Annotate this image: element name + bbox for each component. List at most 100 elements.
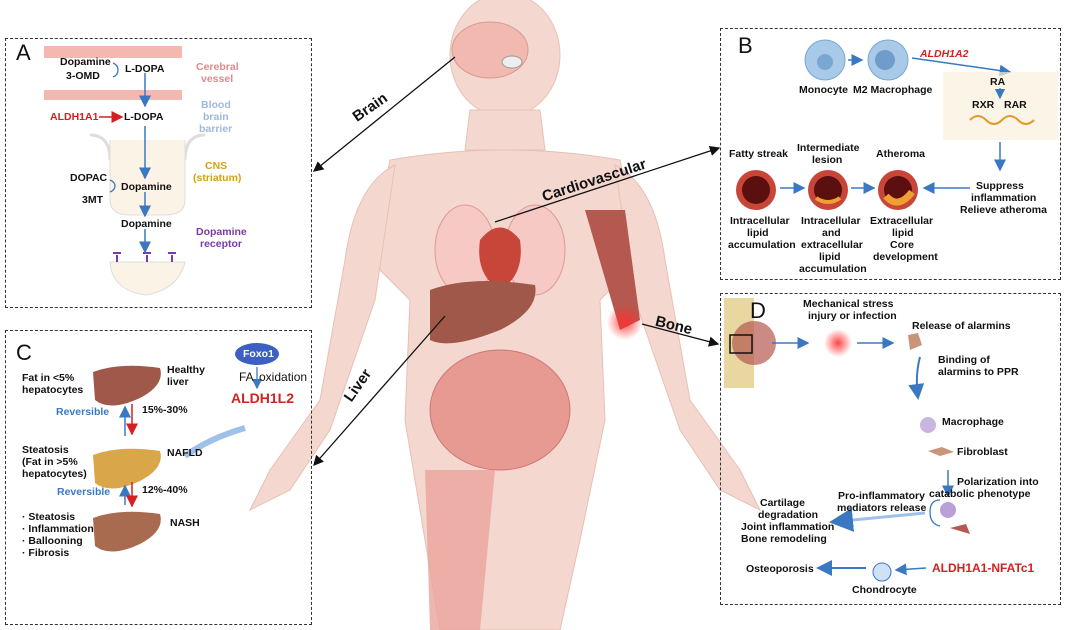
c-pct-1: 15%-30%	[142, 404, 188, 416]
c-fat-2: hepatocytes	[22, 384, 84, 396]
c-aldh1l2: ALDH1L2	[231, 390, 295, 406]
a-receptor-2: receptor	[200, 238, 243, 250]
nucleus-area	[943, 72, 1058, 140]
b-rxr: RXR	[972, 99, 995, 111]
c-bullet-1: · Steatosis	[22, 511, 76, 523]
alarmin-icon	[908, 333, 922, 350]
healthy-liver-icon	[93, 365, 161, 406]
brain-arrow	[312, 56, 456, 172]
d-macrophage: Macrophage	[942, 416, 1004, 428]
b-mix-4: lipid	[819, 251, 841, 263]
d-pro-1: Pro-inflammatory	[838, 490, 925, 502]
d-chondrocyte: Chondrocyte	[852, 584, 917, 596]
d-binding-2: alarmins to PPR	[938, 366, 1019, 378]
a-bbb-3: barrier	[199, 123, 233, 135]
d-polar-1: Polarization into	[957, 476, 1039, 488]
liver-arrow	[313, 315, 446, 466]
d-mech-1: Mechanical stress	[803, 298, 894, 310]
a-bbb-1: Blood	[201, 99, 231, 111]
a-cerebral-2: vessel	[201, 73, 234, 85]
aldh1l2-wide-arrow	[183, 425, 246, 459]
b-rar: RAR	[1004, 99, 1027, 111]
chondrocyte-icon	[872, 562, 892, 582]
b-mix-2: and	[822, 227, 841, 239]
c-nafld: NAFLD	[167, 447, 203, 459]
d-aldh-nfatc1: ALDH1A1-NFATc1	[932, 561, 1035, 575]
panel-d-box	[720, 293, 1061, 605]
polarized-macrophage-icon	[940, 502, 956, 518]
d-pro-2: mediators release	[837, 502, 927, 514]
b-atheroma: Atheroma	[876, 148, 926, 160]
b-suppress-2: inflammation	[971, 192, 1037, 204]
b-mix-5: accumulation	[799, 263, 867, 275]
a-dopamine-2: Dopamine	[121, 181, 172, 193]
b-extra-3: Core	[890, 239, 914, 251]
liver-organ	[430, 281, 536, 344]
bone-arrow	[641, 323, 720, 347]
b-intra-3: accumulation	[728, 239, 796, 251]
d-fibroblast: Fibroblast	[957, 446, 1008, 458]
a-ldopa-2: L-DOPA	[124, 111, 164, 123]
d-binding-1: Binding of	[938, 354, 990, 366]
b-macrophage: M2 Macrophage	[853, 84, 933, 96]
c-foxo1: Foxo1	[243, 348, 274, 360]
c-bullet-2: · Inflammation	[22, 523, 94, 535]
cardio-arrow	[494, 145, 721, 223]
arm-muscle	[585, 210, 640, 330]
d-cart-2: degradation	[758, 509, 819, 521]
heart-organ	[479, 227, 521, 290]
nafld-liver-icon	[93, 448, 161, 489]
a-cns-2: (striatum)	[193, 172, 242, 184]
c-reversible-2: Reversible	[57, 486, 111, 498]
b-monocyte: Monocyte	[799, 84, 849, 96]
injury-burst-icon	[824, 329, 852, 357]
d-cart-1: Cartilage	[760, 497, 805, 509]
leg-muscle	[425, 470, 495, 630]
c-healthy-1: Healthy	[167, 364, 205, 376]
a-aldh1a1: ALDH1A1	[50, 111, 99, 123]
joint-zoom-box	[729, 334, 753, 354]
c-steatosis-1: Steatosis	[22, 444, 69, 456]
b-suppress-1: Suppress	[976, 180, 1024, 192]
b-intra-2: lipid	[747, 227, 769, 239]
b-extra-2: lipid	[892, 227, 914, 239]
c-bullet-4: · Fibrosis	[22, 547, 70, 559]
c-nash: NASH	[170, 517, 200, 529]
c-steatosis-2: (Fat in >5%	[22, 456, 78, 468]
panel-c-letter: C	[16, 340, 32, 365]
d-mech-2: injury or infection	[808, 310, 897, 322]
a-cerebral-1: Cerebral	[196, 61, 239, 73]
panel-b-letter: B	[738, 33, 753, 58]
panel-a-letter: A	[16, 40, 31, 65]
postsynaptic-neuron	[109, 261, 186, 296]
elbow-inflammation	[607, 304, 643, 340]
b-inter-1: Intermediate	[797, 142, 860, 154]
intestines-organ	[429, 349, 571, 471]
dna-icon	[969, 115, 1035, 125]
a-ldopa-1: L-DOPA	[125, 63, 165, 75]
c-oxidation: oxidation	[259, 370, 308, 384]
b-aldh1a2: ALDH1A2	[920, 48, 969, 60]
d-osteoporosis: Osteoporosis	[746, 563, 814, 575]
b-suppress-3: Relieve atheroma	[960, 204, 1047, 216]
artery-cross-sections	[736, 170, 918, 210]
c-steatosis-3: hepatocytes)	[22, 468, 87, 480]
c-pct-2: 12%-40%	[142, 484, 188, 496]
b-ra: RA	[990, 76, 1006, 88]
a-bbb-2: brain	[203, 111, 229, 123]
b-mix-1: Intracellular	[801, 215, 861, 227]
c-healthy-2: liver	[167, 376, 189, 388]
c-fa: FA	[239, 370, 254, 384]
d-cart-4: Bone remodeling	[741, 533, 827, 545]
panel-b-box	[720, 28, 1061, 280]
macrophage-icon	[920, 417, 936, 433]
nash-liver-icon	[93, 511, 161, 552]
b-extra-1: Extracellular	[870, 215, 934, 227]
d-cart-3: Joint inflammation	[741, 521, 835, 533]
a-receptor-1: Dopamine	[196, 226, 247, 238]
a-cns-1: CNS	[205, 160, 228, 172]
b-extra-4: development	[873, 251, 938, 263]
a-dopamine-3: Dopamine	[121, 218, 172, 230]
b-mix-3: extracellular	[801, 239, 863, 251]
